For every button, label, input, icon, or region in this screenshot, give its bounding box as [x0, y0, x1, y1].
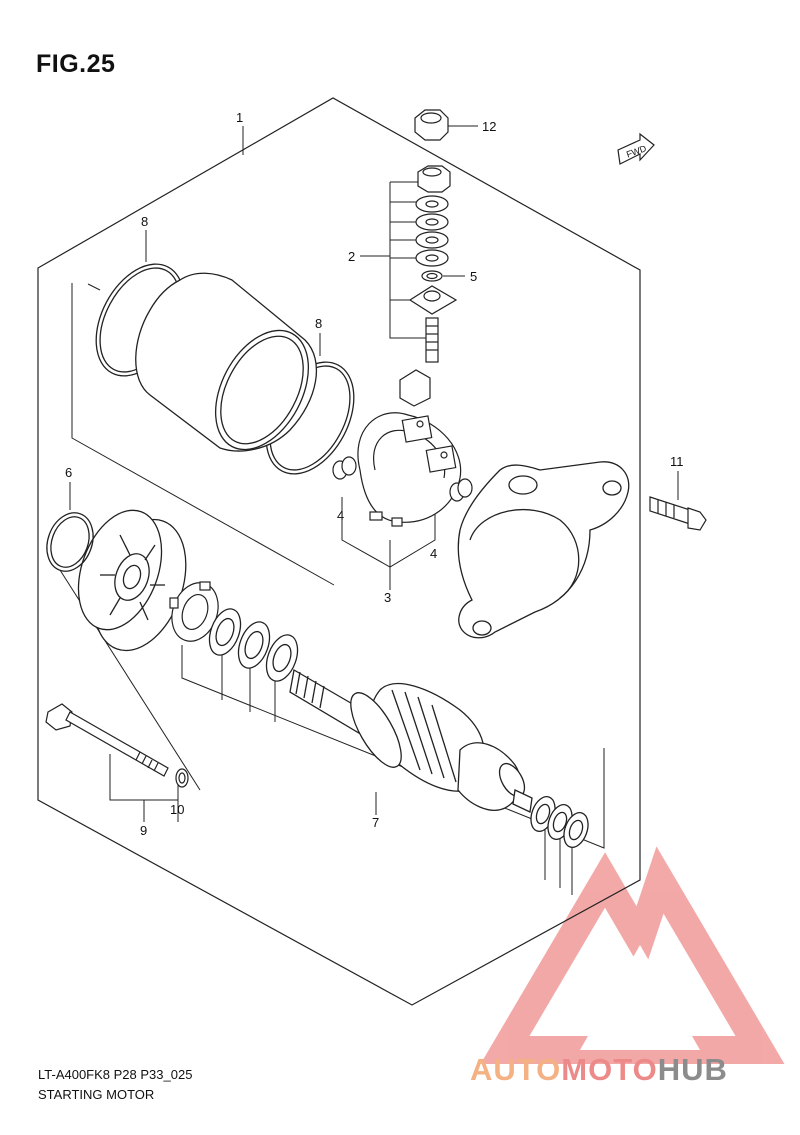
thrust-washers-front	[208, 608, 299, 682]
watermark-part-hub: HUB	[657, 1052, 728, 1087]
terminal-washer-stack	[399, 165, 458, 407]
o-ring-front-cap	[46, 512, 94, 572]
callout-8a: 8	[141, 214, 148, 229]
callout-1: 1	[236, 110, 243, 125]
callout-8b: 8	[315, 316, 322, 331]
rear-end-cover	[457, 461, 630, 639]
callout-7: 7	[372, 815, 379, 830]
callout-4a: 4	[337, 508, 344, 523]
brush-spring-left	[332, 456, 357, 480]
callout-2: 2	[348, 249, 355, 264]
callout-9: 9	[140, 823, 147, 838]
brush-holder-plate	[357, 412, 462, 527]
figure-name: STARTING MOTOR	[38, 1087, 155, 1102]
thrust-washers-rear	[530, 796, 589, 848]
bolt-washer	[175, 768, 189, 788]
callout-11: 11	[670, 454, 684, 469]
cover-bolt	[649, 496, 707, 531]
callout-10: 10	[170, 802, 184, 817]
watermark-logo	[480, 846, 785, 1064]
callout-4b: 4	[430, 546, 437, 561]
callout-12: 12	[482, 119, 496, 134]
callout-5: 5	[470, 269, 477, 284]
front-housing-cap	[77, 509, 187, 652]
figure-title: FIG.25	[36, 50, 116, 78]
fwd-arrow-icon: FWD	[617, 132, 655, 165]
leader-lines	[59, 125, 679, 895]
through-bolt	[45, 703, 169, 777]
watermark-part-auto: AUTO	[470, 1052, 562, 1087]
watermark-text: AUTOMOTOHUB	[470, 1052, 728, 1088]
brush-spring-right	[449, 478, 473, 502]
assembly-outline	[37, 97, 641, 1006]
callout-3: 3	[384, 590, 391, 605]
armature	[289, 668, 533, 813]
lock-plate	[169, 581, 219, 642]
flange-nut-part	[414, 109, 449, 141]
watermark-part-moto: MOTO	[561, 1052, 658, 1087]
model-code: LT-A400FK8 P28 P33_025	[38, 1067, 193, 1082]
motor-yoke-housing	[135, 272, 318, 452]
callout-6: 6	[65, 465, 72, 480]
group-bracket-housing	[71, 283, 335, 586]
